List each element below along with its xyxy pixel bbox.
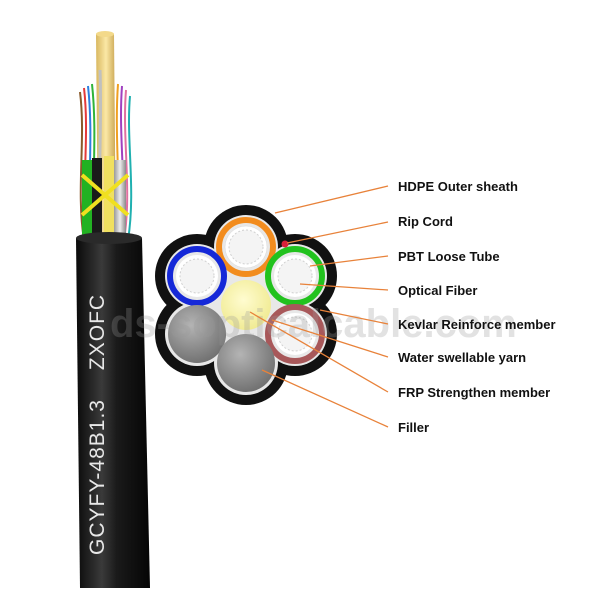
leader-optical-fiber [299,283,389,291]
cable-side-view: ZXOFC GCYFY-48B1.3 [76,31,150,588]
leader-frp-strengthen [249,311,389,393]
rip-cord [281,240,289,248]
tube-blue [167,246,227,306]
leader-kevlar-reinforce [319,309,389,325]
cable-print-model: GCYFY-48B1.3 [86,399,109,555]
tube-green [265,246,325,306]
label-rip-cord: Rip Cord [398,214,453,229]
filler-left [168,305,226,363]
label-kevlar-reinforce-member: Kevlar Reinforce member [398,317,556,332]
cross-section [155,205,337,405]
label-hdpe-outer-sheath: HDPE Outer sheath [398,179,518,194]
label-pbt-loose-tube: PBT Loose Tube [398,249,500,264]
watermark-text: ds-sopticalcable.com [110,302,517,346]
leader-pbt-loose-tube [309,255,389,267]
label-filler: Filler [398,420,429,435]
filler-bottom [217,334,275,392]
cable-print-brand: ZXOFC [86,294,109,370]
component-labels: HDPE Outer sheath Rip Cord PBT Loose Tub… [398,179,556,435]
leader-water-swellable-yarn [271,319,389,358]
label-optical-fiber: Optical Fiber [398,283,477,298]
leader-filler [261,369,389,428]
leader-lines [249,185,389,428]
label-frp-strengthen-member: FRP Strengthen member [398,385,550,400]
tube-orange [216,217,276,277]
hdpe-outer-jacket-side [76,238,150,588]
leader-rip-cord [286,221,389,244]
label-water-swellable-yarn: Water swellable yarn [398,350,526,365]
loose-tubes-exposed [80,156,130,250]
leader-hdpe-outer-sheath [274,185,389,214]
